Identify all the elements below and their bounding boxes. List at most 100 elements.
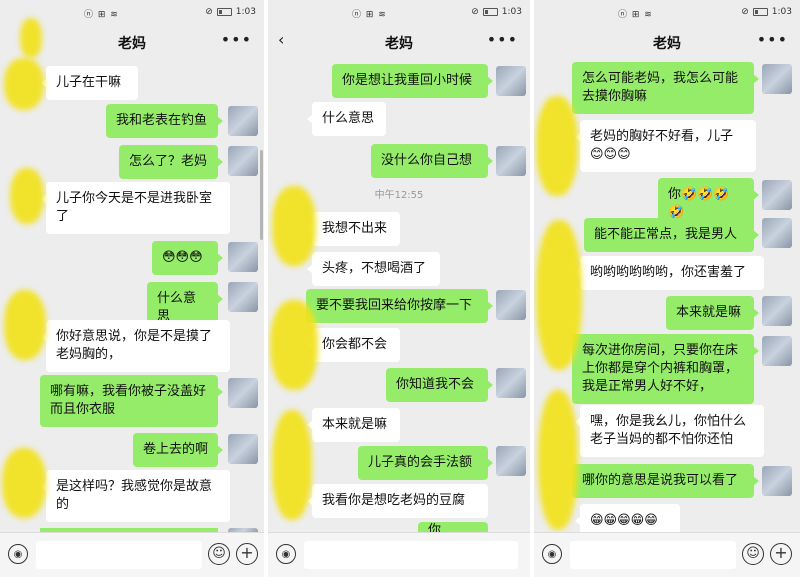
emoji-icon[interactable]: ☺: [742, 543, 764, 565]
input-bar: ◉ ☺ +: [0, 532, 264, 577]
battery-icon: [752, 8, 768, 16]
avatar[interactable]: [762, 296, 792, 326]
censor-smudge: [536, 96, 578, 196]
message-input[interactable]: [304, 541, 518, 569]
censor-smudge: [270, 300, 318, 390]
avatar[interactable]: [762, 336, 792, 366]
signal-icons: ⓝ ⊞ ≋: [618, 10, 653, 20]
chat-screen-2: ⓝ ⊞ ≋ ⊘ 1:03 ‹ 老妈 ••• 你是想让我重回小时候 什么意思 没什…: [268, 0, 530, 577]
censor-smudge: [538, 390, 578, 530]
message-input[interactable]: [570, 541, 736, 569]
scrollbar[interactable]: [260, 150, 263, 240]
avatar[interactable]: [228, 282, 258, 312]
voice-icon[interactable]: ◉: [8, 544, 28, 564]
message-outgoing[interactable]: 要不要我回来给你按摩一下: [306, 289, 493, 323]
chat-screen-3: ⓝ ⊞ ≋ ⊘ 1:03 老妈 ••• 怎么可能老妈，我怎么可能去摸你胸嘛 老妈…: [534, 0, 800, 577]
plus-icon[interactable]: +: [770, 543, 792, 565]
avatar[interactable]: [228, 146, 258, 176]
avatar[interactable]: [762, 180, 792, 210]
message-incoming[interactable]: 头疼，不想喝酒了: [307, 252, 440, 286]
message-outgoing[interactable]: 我和老表在钓鱼: [106, 104, 223, 138]
chat-title: 老妈: [118, 36, 146, 52]
message-incoming[interactable]: 嘿，你是我幺儿，你怕什么老子当妈的都不怕你还怕: [575, 405, 764, 457]
signal-icons: ⓝ ⊞ ≋: [352, 10, 387, 20]
avatar[interactable]: [228, 242, 258, 272]
avatar[interactable]: [762, 218, 792, 248]
message-outgoing[interactable]: 你是想让我重回小时候: [332, 64, 493, 98]
chat-header: 老妈 •••: [0, 24, 264, 60]
more-dots-icon[interactable]: •••: [756, 30, 788, 49]
message-incoming[interactable]: 我看你是想吃老妈的豆腐: [307, 484, 488, 518]
message-outgoing[interactable]: 怎么了？老妈: [119, 145, 223, 179]
avatar[interactable]: [496, 446, 526, 476]
avatar[interactable]: [496, 146, 526, 176]
battery-icon: [216, 8, 232, 16]
input-bar: ◉: [268, 532, 530, 577]
message-outgoing[interactable]: 能不能正常点，我是男人: [584, 218, 759, 252]
message-outgoing[interactable]: 没什么你自己想: [371, 144, 493, 178]
message-incoming[interactable]: 我想不出来: [307, 212, 400, 246]
censor-smudge: [272, 186, 316, 266]
emoji-icon[interactable]: ☺: [208, 543, 230, 565]
message-outgoing[interactable]: 😳😳😳: [152, 241, 223, 275]
censor-smudge: [2, 448, 46, 518]
avatar[interactable]: [228, 434, 258, 464]
censor-smudge: [10, 168, 44, 224]
mute-icon: ⊘: [205, 7, 213, 17]
avatar: [228, 528, 258, 534]
message-incoming[interactable]: 本来就是嘛: [307, 408, 400, 442]
avatar[interactable]: [762, 466, 792, 496]
battery-icon: [482, 8, 498, 16]
avatar[interactable]: [496, 66, 526, 96]
chat-title: 老妈: [385, 36, 413, 52]
message-incoming[interactable]: 你好意思说，你是不是摸了老妈胸的，: [41, 320, 230, 372]
message-incoming[interactable]: 儿子你今天是不是进我卧室了: [41, 182, 230, 234]
message-outgoing[interactable]: 卷上去的啊: [133, 433, 223, 467]
status-time: 1:03: [235, 7, 256, 17]
chat-title: 老妈: [653, 36, 681, 52]
status-time: 1:03: [771, 7, 792, 17]
message-incoming[interactable]: 你会都不会: [307, 328, 400, 362]
message-outgoing[interactable]: 每次进你房间，只要你在床上你都是穿个内裤和胸罩，我是正常男人好不好，: [572, 334, 759, 404]
status-bar: ⓝ ⊞ ≋ ⊘ 1:03: [268, 4, 530, 24]
mute-icon: ⊘: [471, 7, 479, 17]
timestamp: 中午12:55: [374, 190, 424, 201]
plus-icon[interactable]: +: [236, 543, 258, 565]
voice-icon[interactable]: ◉: [276, 544, 296, 564]
voice-icon[interactable]: ◉: [542, 544, 562, 564]
status-bar: ⓝ ⊞ ≋ ⊘ 1:03: [534, 4, 800, 24]
message-outgoing[interactable]: 怎么可能老妈，我怎么可能去摸你胸嘛: [572, 62, 759, 114]
censor-smudge: [536, 220, 582, 370]
signal-icons: ⓝ ⊞ ≋: [84, 10, 119, 20]
avatar[interactable]: [228, 378, 258, 408]
status-time: 1:03: [501, 7, 522, 17]
message-incoming[interactable]: 是这样吗？我感觉你是故意的: [41, 470, 230, 522]
avatar[interactable]: [496, 368, 526, 398]
chat-header: ‹ 老妈 •••: [268, 24, 530, 60]
mute-icon: ⊘: [741, 7, 749, 17]
censor-smudge: [272, 410, 312, 520]
message-incoming[interactable]: 老妈的胸好不好看，儿子😊😊😊: [575, 120, 756, 172]
back-chevron-icon[interactable]: ‹: [278, 30, 285, 49]
avatar[interactable]: [496, 290, 526, 320]
message-input[interactable]: [36, 541, 202, 569]
message-outgoing[interactable]: 本来就是嘛: [666, 296, 759, 330]
message-outgoing[interactable]: 儿子真的会手法额: [358, 446, 493, 480]
avatar[interactable]: [228, 106, 258, 136]
avatar[interactable]: [762, 64, 792, 94]
chat-header: 老妈 •••: [534, 24, 800, 60]
more-dots-icon[interactable]: •••: [220, 30, 252, 49]
censor-smudge: [4, 290, 46, 360]
censor-smudge: [4, 58, 44, 110]
input-bar: ◉ ☺ +: [534, 532, 800, 577]
censor-smudge: [20, 18, 42, 58]
message-outgoing-partial: [40, 528, 218, 534]
message-incoming[interactable]: 什么意思: [307, 102, 386, 136]
message-incoming[interactable]: 儿子在干嘛: [41, 66, 138, 100]
message-outgoing[interactable]: 哪有嘛，我看你被子没盖好而且你衣服: [40, 375, 223, 427]
message-outgoing[interactable]: 哪你的意思是说我可以看了: [572, 464, 759, 498]
more-dots-icon[interactable]: •••: [486, 30, 518, 49]
message-outgoing[interactable]: 你知道我不会: [386, 368, 493, 402]
chat-screen-1: ⓝ ⊞ ≋ ⊘ 1:03 老妈 ••• 儿子在干嘛 我和老表在钓鱼 怎么了？老妈…: [0, 0, 264, 577]
message-incoming[interactable]: 哟哟哟哟哟哟，你还害羞了: [575, 256, 764, 290]
